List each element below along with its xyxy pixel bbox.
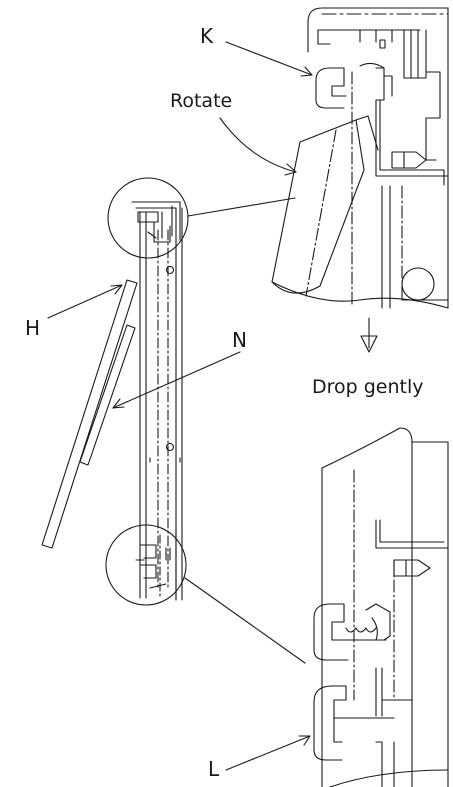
rotate-note: Rotate [170,90,233,112]
bottom-leader-line [184,577,306,664]
h-leader-line [47,284,123,319]
l-leader-line [225,735,311,771]
top-detail-circle [107,177,189,259]
callout-h: H [25,316,41,340]
k-leader-line [225,41,313,76]
panel-h [41,279,138,549]
panel-n [79,324,136,466]
bottom-enlarged-view [313,427,449,787]
k-arrow-icon [300,66,313,77]
top-enlarged-view [271,7,449,309]
callout-n: N [232,328,247,352]
bottom-detail-circle [105,524,187,606]
n-leader-line [112,351,241,409]
drop-gently-note: Drop gently [312,376,424,398]
callout-k: K [200,24,214,48]
side-view-unit [139,207,183,601]
l-arrow-icon [298,735,311,746]
n-arrow-icon [112,398,125,409]
h-arrow-icon [110,284,123,295]
rotate-arrow-icon [219,117,297,173]
top-leader-line [187,197,296,217]
callout-l: L [208,757,220,781]
